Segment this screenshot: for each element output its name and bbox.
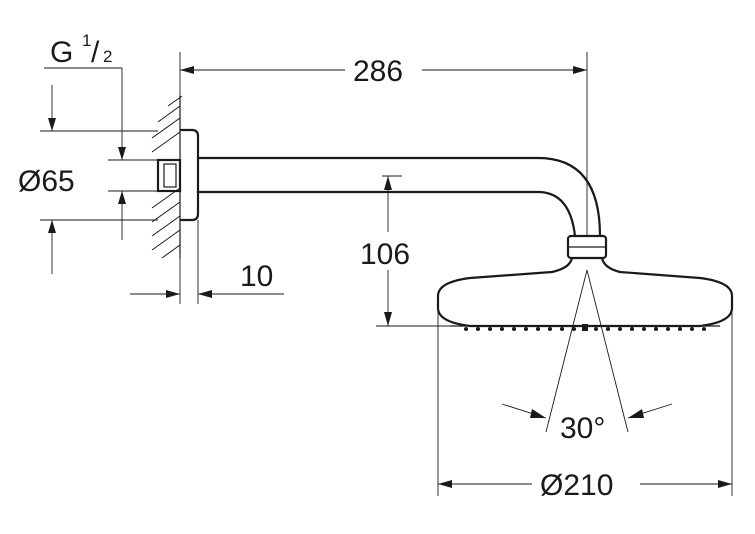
wall-offset-label: 10 bbox=[240, 260, 273, 293]
wall-flange bbox=[180, 128, 200, 222]
thread-dimension: G 1 / 2 bbox=[40, 31, 158, 160]
flange-diameter-label: Ø65 bbox=[18, 165, 75, 198]
shower-head bbox=[436, 257, 734, 331]
thread-denominator-label: 2 bbox=[103, 47, 112, 66]
thread-numerator-label: 1 bbox=[82, 31, 91, 50]
wall-offset-dimension: 10 bbox=[130, 220, 284, 304]
thread-prefix-label: G bbox=[50, 36, 73, 69]
spray-angle-dimension: 30° bbox=[501, 269, 673, 445]
flange-diameter-dimension: Ø65 bbox=[18, 159, 158, 274]
wall-connector bbox=[156, 158, 182, 193]
height-drop-dimension: 106 bbox=[360, 175, 450, 327]
head-diameter-label: Ø210 bbox=[540, 469, 613, 502]
height-drop-label: 106 bbox=[360, 238, 410, 271]
nozzle-row bbox=[464, 324, 706, 331]
spray-angle-label: 30° bbox=[560, 412, 605, 445]
ball-joint-nut bbox=[566, 234, 608, 260]
arm-length-label: 286 bbox=[353, 55, 403, 88]
shower-arm-lower-edge bbox=[198, 190, 577, 237]
head-diameter-dimension: Ø210 bbox=[437, 298, 733, 502]
shower-arm bbox=[198, 156, 602, 237]
wall-hatching bbox=[151, 95, 183, 259]
arm-length-dimension: 286 bbox=[179, 52, 588, 236]
thread-slash-label: / bbox=[91, 36, 100, 69]
